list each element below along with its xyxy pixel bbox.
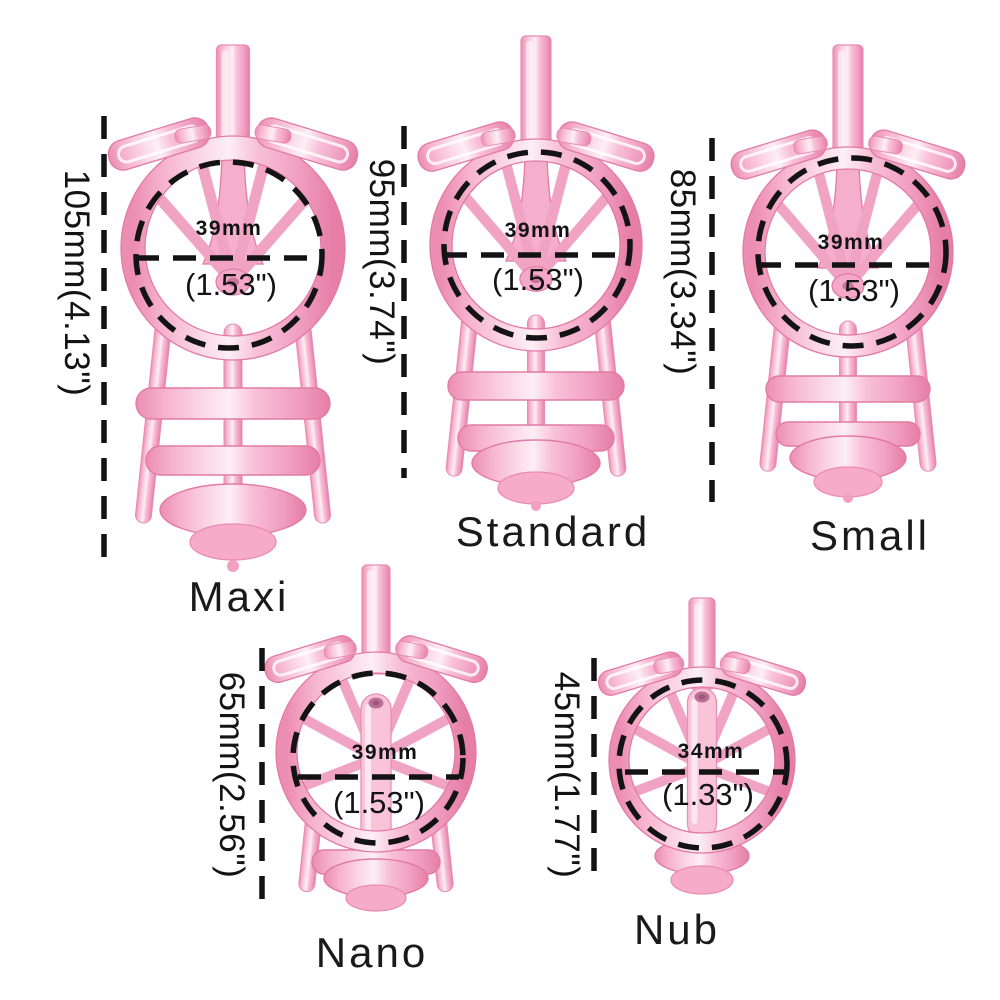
cage-maxi <box>107 44 359 572</box>
diameter-mm-label-maxi: 39mm <box>195 217 263 240</box>
diameter-circle-standard <box>441 149 633 341</box>
cage-nub <box>597 597 807 895</box>
length-dimension-label-nub: 45mm(1.77") <box>547 671 586 879</box>
size-name-label-small: Small <box>809 512 931 559</box>
diameter-inches-label-nub: (1.33") <box>662 777 754 812</box>
size-name-label-nano: Nano <box>315 929 429 976</box>
diameter-inches-label-small: (1.53") <box>808 273 900 308</box>
size-name-label-standard: Standard <box>455 508 651 555</box>
length-dimension-label-standard: 95mm(3.74") <box>362 158 401 366</box>
cage-nano <box>264 564 488 912</box>
length-dimension-label-maxi: 105mm(4.13") <box>57 169 96 397</box>
diameter-mm-label-standard: 39mm <box>504 219 572 242</box>
diameter-mm-label-nano: 39mm <box>351 741 419 764</box>
size-name-label-nub: Nub <box>633 906 721 953</box>
diameter-circle-nub <box>616 677 790 851</box>
diameter-circle-small <box>755 155 949 349</box>
length-dimension-label-nano: 65mm(2.56") <box>212 671 251 879</box>
diameter-mm-label-small: 39mm <box>817 231 885 254</box>
diameter-mm-label-nub: 34mm <box>677 740 745 763</box>
diameter-inches-label-nano: (1.53") <box>333 785 425 820</box>
diameter-inches-label-maxi: (1.53") <box>185 267 277 302</box>
diameter-inches-label-standard: (1.53") <box>492 262 584 297</box>
length-dimension-label-small: 85mm(3.34") <box>663 168 702 376</box>
diameter-circle-nano <box>290 670 466 846</box>
cage-small <box>730 44 966 503</box>
size-name-label-maxi: Maxi <box>188 573 290 620</box>
diameter-circle-maxi <box>133 159 325 351</box>
